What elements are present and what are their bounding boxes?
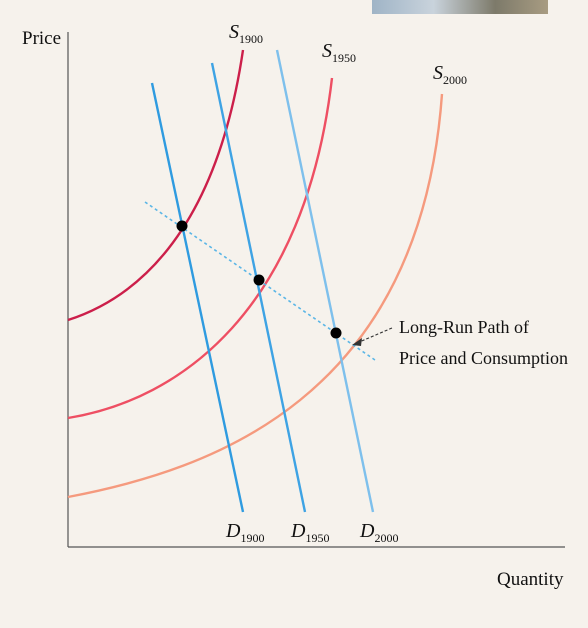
supply-label-2000-main: S <box>433 62 443 84</box>
demand-label-1900: D1900 <box>225 520 264 545</box>
supply-curve-1900 <box>67 49 245 322</box>
supply-label-1950-sub: 1950 <box>332 51 356 65</box>
equilibrium-point-2000 <box>330 327 342 339</box>
demand-label-1950: D1950 <box>290 520 329 545</box>
annotation-line-1: Long-Run Path of <box>399 317 529 337</box>
demand-label-1900-sub: 1900 <box>240 531 264 545</box>
supply-label-1950: S1950 <box>322 40 356 65</box>
annotation-line-2: Price and Consumption <box>399 348 568 368</box>
demand-curve-2000 <box>275 49 375 513</box>
supply-label-1900-sub: 1900 <box>239 32 263 46</box>
demand-curve-1950 <box>210 62 307 513</box>
demand-label-1950-sub: 1950 <box>305 531 329 545</box>
x-axis-label: Quantity <box>497 569 564 590</box>
y-axis-label: Price <box>22 28 61 49</box>
supply-label-1950-main: S <box>322 40 332 62</box>
supply-label-1900-main: S <box>229 21 239 43</box>
annotation-arrowhead <box>352 338 362 346</box>
annotation-arrow-line <box>356 327 393 344</box>
demand-label-2000-sub: 2000 <box>374 531 398 545</box>
supply-curve-2000 <box>67 93 444 499</box>
demand-curve-1900 <box>150 82 245 513</box>
equilibrium-point-1950 <box>253 274 265 286</box>
equilibrium-point-1900 <box>176 220 188 232</box>
supply-label-1900: S1900 <box>229 21 263 46</box>
demand-label-1950-main: D <box>290 520 306 542</box>
demand-label-2000: D2000 <box>359 520 398 545</box>
photo-strip <box>372 0 548 14</box>
supply-label-2000-sub: 2000 <box>443 73 467 87</box>
demand-label-2000-main: D <box>359 520 375 542</box>
demand-label-1900-main: D <box>225 520 241 542</box>
supply-curve-1950 <box>67 77 334 420</box>
supply-label-2000: S2000 <box>433 62 467 87</box>
